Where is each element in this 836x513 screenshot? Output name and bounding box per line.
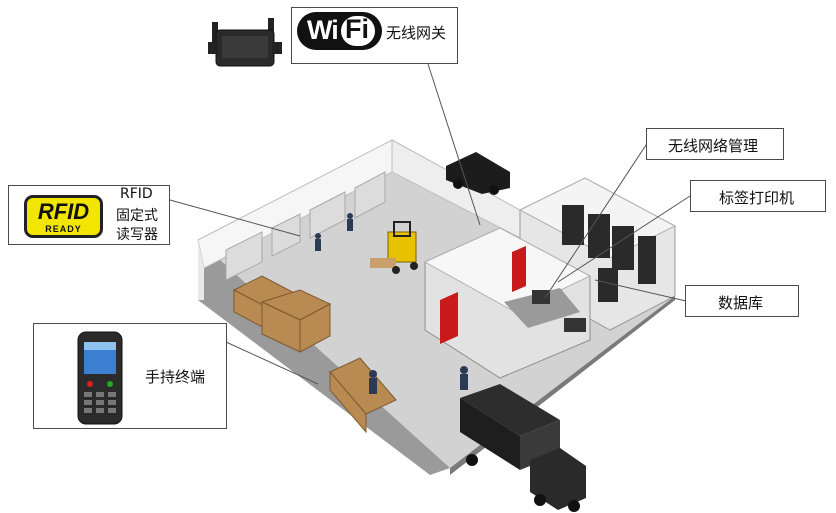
rfid-label-line2: 固定式	[116, 208, 158, 224]
database-label: 数据库	[718, 294, 764, 312]
server-rack-icon	[562, 205, 656, 302]
rfid-logo-sub: READY	[45, 224, 82, 234]
wifi-gateway-label: 无线网关	[386, 24, 447, 42]
network-mgmt-callout	[646, 128, 784, 160]
rfid-logo-text: RFID	[37, 199, 90, 224]
truck-icon	[446, 152, 586, 512]
wireless-gateway-icon	[208, 18, 282, 67]
network-mgmt-label: 无线网络管理	[668, 137, 759, 155]
label-printer-label: 标签打印机	[719, 189, 795, 207]
wifi-logo-fi: Fi	[345, 14, 369, 44]
label-printer-callout	[690, 180, 826, 212]
database-callout	[685, 285, 799, 317]
wifi-logo: Wi Fi	[297, 12, 382, 50]
handheld-terminal-label: 手持终端	[145, 368, 206, 386]
rfid-reader-icon: RFID READY	[24, 195, 103, 238]
handheld-terminal-icon	[77, 331, 123, 425]
wifi-logo-wi: Wi	[307, 15, 339, 45]
rfid-label-line1: RFID	[120, 186, 153, 202]
rfid-label-line3: 读写器	[116, 227, 158, 243]
forklift-icon	[370, 221, 418, 274]
handheld-terminal-callout	[33, 323, 227, 429]
